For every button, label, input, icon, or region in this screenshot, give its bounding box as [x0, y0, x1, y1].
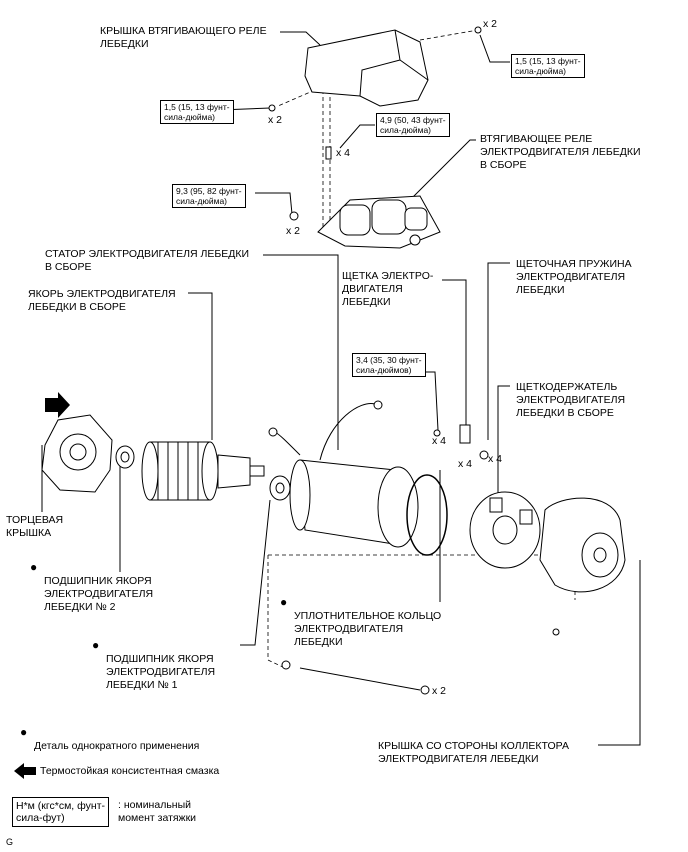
label-bearing1-text: ПОДШИПНИК ЯКОРЯ ЭЛЕКТРОДВИГАТЕЛЯ ЛЕБЕДКИ…	[106, 653, 216, 691]
label-brush: ЩЕТКА ЭЛЕКТРО- ДВИГАТЕЛЯ ЛЕБЕДКИ	[342, 270, 434, 308]
legend-single-use-text: Деталь однократного применения	[34, 740, 200, 752]
end-cover-part	[41, 414, 113, 493]
leader-relay-assy	[404, 139, 476, 206]
leader-tq5	[412, 371, 439, 431]
label-stator: СТАТОР ЭЛЕКТРОДВИГАТЕЛЯ ЛЕБЕДКИ В СБОРЕ	[45, 248, 250, 273]
relay-assembly-part	[317, 195, 441, 249]
legend-grease-arrow-icon	[14, 763, 36, 779]
leader-armature	[188, 292, 213, 440]
leader-commutator-cover	[598, 560, 641, 746]
qty-brush: x 4	[458, 458, 473, 470]
qty-relay-nut: x 2	[286, 225, 301, 237]
leader-brush	[442, 279, 467, 425]
stator-part	[268, 400, 419, 548]
torque-box-relay-nut: 9,3 (95, 82 фунт- сила-дюйма)	[172, 184, 246, 208]
single-use-dot-icon: ●	[30, 560, 38, 574]
commutator-cover-part	[539, 497, 626, 593]
torque-box-cover-right: 1,5 (15, 13 фунт- сила-дюйма)	[511, 54, 585, 78]
grease-arrow-icon	[45, 392, 70, 418]
leader-tq4	[255, 192, 293, 215]
bearing1-part	[269, 475, 291, 501]
qty-relay-bolts: x 4	[336, 147, 351, 159]
small-fasteners	[268, 26, 560, 636]
label-brush-spring: ЩЕТОЧНАЯ ПРУЖИНА ЭЛЕКТРОДВИГАТЕЛЯ ЛЕБЕДК…	[516, 258, 632, 296]
label-armature: ЯКОРЬ ЭЛЕКТРОДВИГАТЕЛЯ ЛЕБЕДКИ В СБОРЕ	[28, 288, 176, 313]
corner-mark: G	[6, 837, 14, 847]
leader-tq2	[479, 34, 510, 63]
leader-brush-holder	[497, 385, 510, 505]
label-bearing2-text: ПОДШИПНИК ЯКОРЯ ЭЛЕКТРОДВИГАТЕЛЯ ЛЕБЕДКИ…	[44, 575, 154, 613]
legend-torque-box: Н*м (кгс*см, фунт- сила-фут)	[12, 797, 110, 827]
qty-brush-spring: x 4	[488, 453, 503, 465]
dash-cover-left	[277, 89, 316, 107]
oring-part	[406, 474, 448, 556]
label-oring: ● УПЛОТНИТЕЛЬНОЕ КОЛЬЦО ЭЛЕКТРОДВИГАТЕЛЯ …	[280, 595, 442, 649]
leader-bearing1	[240, 499, 271, 646]
leader-tq3	[339, 124, 375, 149]
label-end-cover: ТОРЦЕВАЯ КРЫШКА	[6, 514, 64, 539]
single-use-dot-icon: ●	[92, 638, 100, 652]
label-relay-cover: КРЫШКА ВТЯГИВАЮЩЕГО РЕЛЕ ЛЕБЕДКИ	[100, 25, 267, 50]
legend-grease: Термостойкая консистентная смазка	[40, 765, 220, 777]
leader-stator	[263, 254, 339, 450]
label-commutator-cover: КРЫШКА СО СТОРОНЫ КОЛЛЕКТОРА ЭЛЕКТРОДВИГ…	[378, 740, 569, 765]
single-use-dot-icon: ●	[280, 595, 288, 609]
relay-cover-part	[304, 29, 429, 107]
label-oring-text: УПЛОТНИТЕЛЬНОЕ КОЛЬЦО ЭЛЕКТРОДВИГАТЕЛЯ Л…	[294, 610, 442, 648]
torque-box-brush-screw: 3,4 (35, 30 фунт- сила-дюймов)	[352, 353, 426, 377]
torque-box-cover-left: 1,5 (15, 13 фунт- сила-дюйма)	[160, 100, 234, 124]
leader-brush-spring	[487, 262, 510, 440]
brush-holder-part	[469, 491, 541, 569]
dash-through-bolt2	[267, 555, 286, 669]
dash-through-bolt	[268, 554, 576, 600]
qty-through-bolt: x 2	[432, 685, 447, 697]
single-use-dot-icon: ●	[20, 725, 28, 739]
torque-box-relay-bolts: 4,9 (50, 43 фунт- сила-дюйма)	[376, 113, 450, 137]
label-relay-assembly: ВТЯГИВАЮЩЕЕ РЕЛЕ ЭЛЕКТРОДВИГАТЕЛЯ ЛЕБЕДК…	[480, 133, 641, 171]
armature-part	[141, 441, 265, 501]
qty-cover-left: x 2	[268, 114, 283, 126]
through-bolt-part	[281, 660, 430, 695]
leader-relay-cover	[280, 31, 321, 46]
bearing2-part	[115, 445, 135, 469]
label-bearing1: ● ПОДШИПНИК ЯКОРЯ ЭЛЕКТРОДВИГАТЕЛЯ ЛЕБЕДК…	[92, 638, 216, 692]
label-bearing2: ● ПОДШИПНИК ЯКОРЯ ЭЛЕКТРОДВИГАТЕЛЯ ЛЕБЕДК…	[30, 560, 154, 614]
legend-single-use: ● Деталь однократного применения	[20, 725, 200, 753]
qty-cover-top: x 2	[483, 18, 498, 30]
qty-brush-screw: x 4	[432, 435, 447, 447]
dash-cover-right	[419, 29, 479, 41]
label-brush-holder: ЩЕТКОДЕРЖАТЕЛЬ ЭЛЕКТРОДВИГАТЕЛЯ ЛЕБЕДКИ …	[516, 381, 626, 419]
brush-part	[459, 424, 471, 444]
legend-torque-desc: : номинальный момент затяжки	[118, 799, 197, 824]
